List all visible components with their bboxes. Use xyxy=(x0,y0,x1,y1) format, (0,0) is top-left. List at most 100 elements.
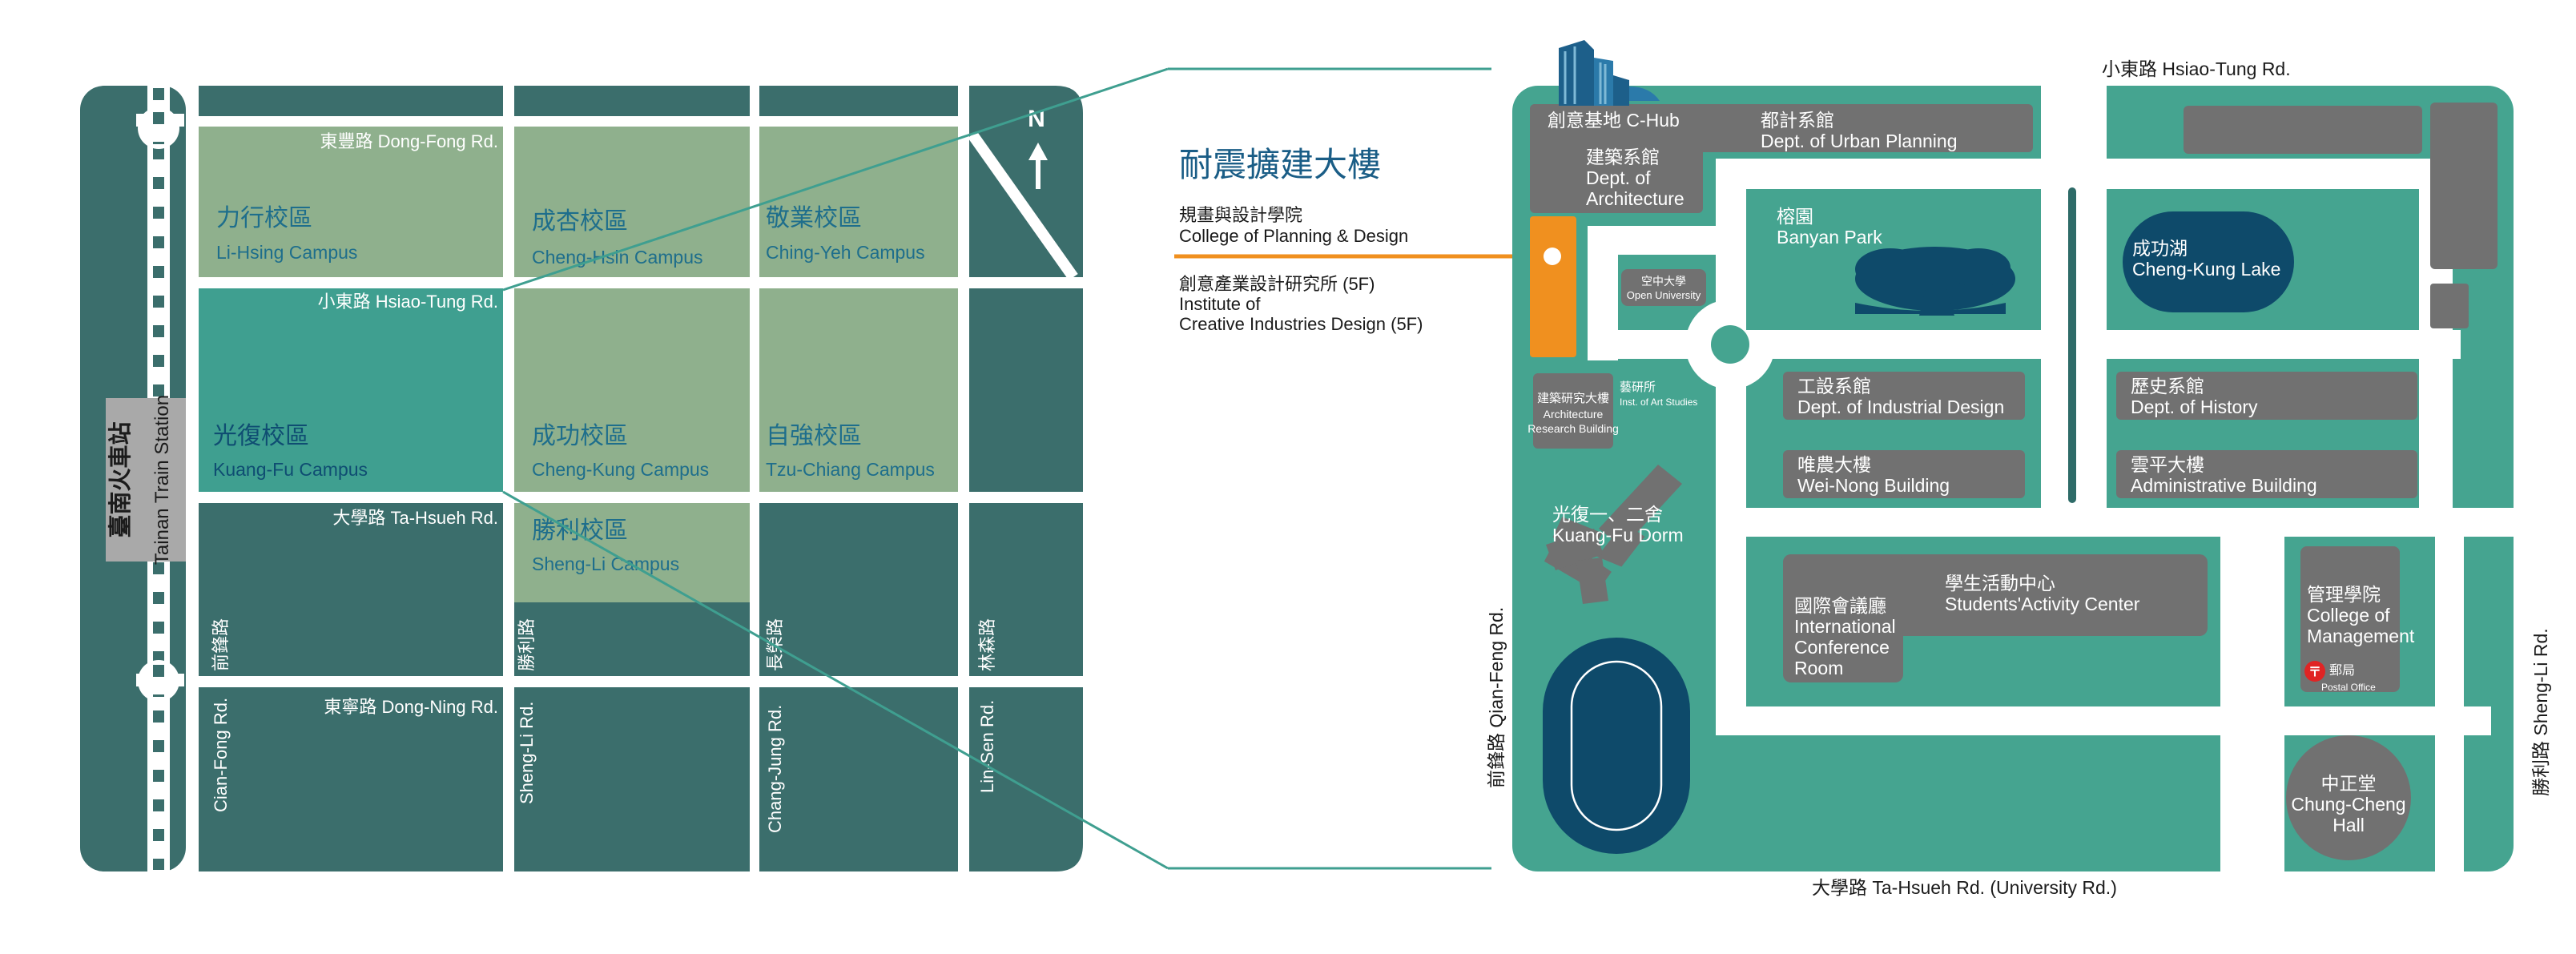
label-urban-en: Dept. of Urban Planning xyxy=(1761,131,1958,151)
svg-text:〒: 〒 xyxy=(2308,666,2321,679)
label-dorm-zh: 光復一、二舍 xyxy=(1552,504,1663,525)
building-industrial-design xyxy=(1783,372,2025,420)
road-south-vertical-b xyxy=(2435,537,2464,871)
building-history xyxy=(2116,372,2417,420)
building-open-university xyxy=(1621,269,1706,306)
label-dorm-en: Kuang-Fu Dorm xyxy=(1552,525,1684,545)
block xyxy=(199,503,503,676)
label-post-en: Postal Office xyxy=(2321,682,2376,693)
campus-label-cheng-kung-en: Cheng-Kung Campus xyxy=(532,459,709,480)
label-weinong-zh: 唯農大樓 xyxy=(1797,454,1871,475)
campus-block-cheng-hsin xyxy=(514,127,750,277)
train-station xyxy=(106,398,186,562)
building-right-small xyxy=(2430,284,2469,328)
label-conf-en-2: Conference xyxy=(1794,637,1890,658)
label-sac-en: Students'Activity Center xyxy=(1945,594,2140,614)
campus-label-li-hsing-zh: 力行校區 xyxy=(216,205,312,231)
campus-label-tzu-chiang-en: Tzu-Chiang Campus xyxy=(766,459,935,480)
label-ind-en: Dept. of Industrial Design xyxy=(1797,396,2004,417)
campus-label-ching-yeh-zh: 敬業校區 xyxy=(766,205,862,231)
road-loop-top xyxy=(1588,226,1746,255)
label-hist-zh: 歷史系館 xyxy=(2131,376,2204,396)
label-arb-en-2: Research Building xyxy=(1527,422,1619,435)
building-architecture xyxy=(1530,104,1703,213)
block xyxy=(969,288,1083,492)
road-label-qian-feng-zh: 前鋒路 xyxy=(211,618,231,671)
roundabout-island xyxy=(1711,325,1749,364)
label-yunping-en: Administrative Building xyxy=(2131,475,2317,496)
road-hsiao-tung-gap xyxy=(2041,80,2107,159)
road-label-left: 前鋒路 Qian-Feng Rd. xyxy=(1486,607,1507,788)
athletic-track xyxy=(1543,638,1690,854)
road-label-sheng-li-en: Sheng-Li Rd. xyxy=(517,702,537,804)
building-architecture-research xyxy=(1533,373,1613,449)
building-callout: 耐震擴建大樓 規畫與設計學院 College of Planning & Des… xyxy=(1179,146,1423,334)
station-name-en: Tainan Train Station xyxy=(151,395,173,565)
label-arch-en-1: Dept. of xyxy=(1586,167,1651,188)
block xyxy=(759,86,958,116)
label-banyan-en: Banyan Park xyxy=(1777,227,1882,248)
label-mgmt-en-1: College of xyxy=(2307,605,2390,626)
road-label-lin-sen-zh: 林森路 xyxy=(977,618,997,671)
block xyxy=(199,86,503,116)
connector-line-bottom xyxy=(502,490,1169,870)
callout-institute-zh: 創意產業設計研究所 (5F) xyxy=(1179,274,1375,294)
building-top-right xyxy=(2184,106,2422,154)
label-conf-zh: 國際會議廳 xyxy=(1794,595,1886,616)
callout-title: 耐震擴建大樓 xyxy=(1179,146,1381,183)
label-ind-zh: 工設系館 xyxy=(1797,376,1871,396)
kuang-fu-dorm-shape xyxy=(1544,465,1682,604)
label-lake-zh: 成功湖 xyxy=(2132,238,2188,259)
label-arb-zh: 建築研究大樓 xyxy=(1537,391,1609,405)
campus-block-tzu-chiang xyxy=(759,288,958,492)
cheng-kung-lake xyxy=(2123,211,2294,312)
campus-label-tzu-chiang-zh: 自強校區 xyxy=(766,423,862,449)
building-chung-cheng-hall xyxy=(2286,735,2411,860)
label-sac-zh: 學生活動中心 xyxy=(1945,573,2055,594)
block-north-corner xyxy=(969,86,1083,277)
campus-label-cheng-hsin-zh: 成杏校區 xyxy=(532,208,628,235)
road-label-qian-feng-en: Cian-Fong Rd. xyxy=(211,698,231,812)
campus-block-kuang-fu xyxy=(199,288,503,492)
label-arb-en-1: Architecture xyxy=(1544,408,1604,421)
block-corner xyxy=(969,687,1083,871)
block xyxy=(514,687,750,871)
campus-label-cheng-kung-zh: 成功校區 xyxy=(532,423,628,449)
road-label-top: 小東路 Hsiao-Tung Rd. xyxy=(2102,58,2291,79)
label-lake-en: Cheng-Kung Lake xyxy=(2132,259,2280,280)
building-management xyxy=(2300,546,2400,692)
label-cc-zh: 中正堂 xyxy=(2321,773,2377,794)
label-art-en: Inst. of Art Studies xyxy=(1620,396,1697,408)
road-label-chang-jung-en: Chang-Jung Rd. xyxy=(765,705,785,833)
label-open-zh: 空中大學 xyxy=(1641,275,1686,288)
label-post-zh: 郵局 xyxy=(2329,663,2355,678)
campus-label-kuang-fu-zh: 光復校區 xyxy=(213,423,309,449)
label-arch-zh: 建築系館 xyxy=(1586,147,1660,167)
road-label-sheng-li-zh: 勝利路 xyxy=(517,618,537,671)
campus-block-ching-yeh xyxy=(759,127,958,277)
building-new-seismic xyxy=(1530,216,1576,357)
campus-label-cheng-hsin-en: Cheng-Hsin Campus xyxy=(532,247,702,268)
road-notch-round xyxy=(138,660,179,702)
label-banyan-zh: 榕園 xyxy=(1777,206,1813,227)
campus-label-kuang-fu-en: Kuang-Fu Campus xyxy=(213,459,368,480)
label-mgmt-zh: 管理學院 xyxy=(2307,584,2381,605)
label-conf-en-1: International xyxy=(1794,616,1896,637)
diagonal-road xyxy=(968,131,1078,281)
c-hub-building-icon xyxy=(1559,40,1660,106)
callout-college-en: College of Planning & Design xyxy=(1179,226,1408,246)
road-label-hsiao-tung: 小東路 Hsiao-Tung Rd. xyxy=(318,292,498,312)
banyan-tree-icon xyxy=(1855,247,2015,316)
connector-line-top xyxy=(502,67,1169,292)
block xyxy=(759,687,958,871)
zoom-connectors xyxy=(502,67,1551,870)
label-arch-en-2: Architecture xyxy=(1586,188,1684,209)
road-south-row-b xyxy=(2284,706,2491,735)
label-hist-en: Dept. of History xyxy=(2131,396,2258,417)
road-label-dong-feng: 東豐路 Dong-Fong Rd. xyxy=(320,131,498,151)
building-right-tall xyxy=(2430,103,2498,269)
station-name-zh: 臺南火車站 xyxy=(107,421,134,537)
athletic-track-inner xyxy=(1570,660,1663,831)
label-urban-zh: 都計系館 xyxy=(1761,110,1834,131)
